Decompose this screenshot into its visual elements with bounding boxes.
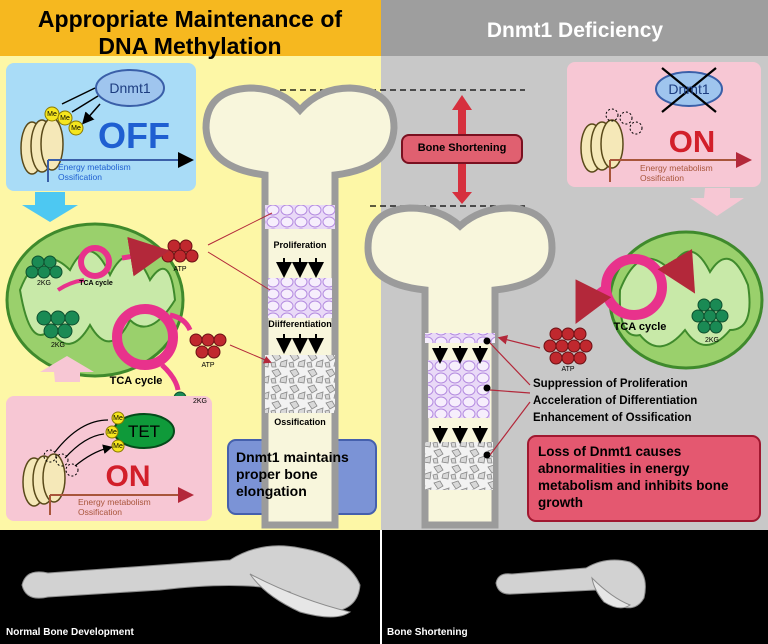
2kg-cluster-2 <box>36 310 80 339</box>
ct-caption-normal: Normal Bone Development <box>6 627 134 638</box>
me-label-3: Me <box>71 125 81 132</box>
shortening-label: Bone Shortening <box>417 142 507 154</box>
atp-cluster-left-2 <box>189 333 227 359</box>
me-label-4: Me <box>113 415 123 422</box>
off-label: OFF <box>98 115 170 156</box>
loss-box <box>527 435 761 522</box>
me-label-5: Me <box>107 429 117 436</box>
atp-label-right: ATP <box>561 366 575 373</box>
me-label-6: Me <box>113 443 123 450</box>
effect-differentiation: Acceleration of Differentiation <box>533 395 698 407</box>
energy-metabolism-left-top: Energy metabolism <box>58 162 131 172</box>
tca-label-big-left: TCA cycle <box>109 375 163 387</box>
up-arrow-pink <box>40 356 94 382</box>
me-label-1: Me <box>47 111 57 118</box>
atp-cluster-right <box>543 327 593 365</box>
effect-proliferation: Suppression of Proliferation <box>533 378 688 390</box>
ossification-left-bottom: Ossification <box>78 507 122 517</box>
left-header-bg <box>0 0 381 56</box>
ossification-right: Ossification <box>640 173 684 183</box>
ct-caption-short: Bone Shortening <box>387 627 468 638</box>
shortening-box <box>401 134 523 164</box>
right-header-title: Dnmt1 Deficiency <box>486 19 664 42</box>
stage-differentiation: Diifferentiation <box>268 319 332 329</box>
short-bone-ct <box>495 559 646 609</box>
down-arrow-blue <box>22 192 78 222</box>
dnmt1-label-right: Dnmt1 <box>668 81 710 97</box>
tca-cycle-small <box>78 245 112 279</box>
dna-coil-right-icon <box>580 119 624 173</box>
tca-label-small: TCA cycle <box>79 280 113 287</box>
kg-label-1: 2KG <box>36 280 52 287</box>
mitochondrion-right <box>608 230 764 370</box>
normal-bone-ct <box>21 545 361 618</box>
effect-ossification: Enhancement of Ossification <box>533 412 692 424</box>
short-bone <box>364 204 556 529</box>
energy-metabolism-left-bottom: Energy metabolism <box>78 497 151 507</box>
me-label-2: Me <box>60 115 70 122</box>
energy-metabolism-right: Energy metabolism <box>640 163 713 173</box>
kg-label-3: 2KG <box>192 398 208 405</box>
dnmt1-ellipse-left <box>95 69 165 107</box>
tca-label-right: TCA cycle <box>613 321 667 333</box>
loss-text: Loss of Dnmt1 causes abnormalities in en… <box>538 444 729 510</box>
right-header-bg <box>381 0 768 56</box>
2kg-cluster-1 <box>25 255 63 279</box>
left-header-title: Appropriate Maintenance of DNA Methylati… <box>37 6 343 59</box>
dna-coil-bottom-icon <box>22 453 66 507</box>
atp-label-2: ATP <box>201 362 215 369</box>
dnmt1-label-left: Dnmt1 <box>109 80 151 96</box>
on-label-left: ON <box>105 460 151 493</box>
kg-label-right: 2KG <box>704 337 720 344</box>
kg-label-2: 2KG <box>50 342 66 349</box>
cross-out-mark <box>661 67 717 113</box>
ossification-left-top: Ossification <box>58 172 102 182</box>
on-label-right: ON <box>668 124 716 159</box>
tca-cycle-big-left <box>112 304 178 370</box>
stage-proliferation: Proliferation <box>273 240 327 250</box>
down-arrow-pink <box>690 188 744 216</box>
dna-coil-top-icon <box>20 117 64 175</box>
atp-label-1: ATP <box>173 266 187 273</box>
maintains-text: Dnmt1 maintains proper bone elongation <box>236 449 349 499</box>
tet-label: TET <box>127 422 161 441</box>
2kg-cluster-right <box>691 298 729 334</box>
stage-ossification: Ossification <box>274 417 326 427</box>
